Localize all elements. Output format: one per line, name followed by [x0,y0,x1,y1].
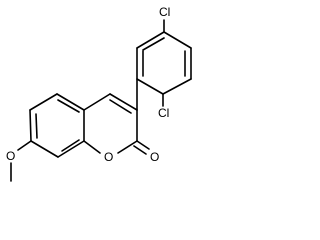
bond [163,31,192,49]
bond [162,78,192,95]
chlorine-para-label: Cl [159,5,170,19]
double-bond-inner [61,139,80,152]
double-bond-inner [109,99,132,114]
pyranone-ring [83,93,150,155]
chemical-structure: O O O Cl Cl [6,5,192,182]
bond [83,140,101,154]
bond [17,140,32,151]
bond [29,93,58,111]
double-bond-inner [35,113,38,139]
carbonyl-oxygen-label: O [150,150,159,164]
methoxy-oxygen-label: O [6,149,15,163]
dichlorophenyl-ring [136,19,192,111]
bond [29,109,32,142]
ring-oxygen-label: O [104,150,113,164]
bond [136,78,164,95]
bond [56,93,85,111]
carbonyl-bond [136,140,150,150]
bond [136,31,165,49]
bond [57,140,85,158]
double-bond-inner [142,37,165,51]
coumarin-benzene-ring [29,93,85,158]
chlorine-ortho-label: Cl [158,106,169,120]
carbonyl-bond [133,145,147,155]
double-bond-inner [57,99,80,113]
bond [109,93,138,111]
bond [117,140,138,154]
bond [83,93,111,111]
bond [30,140,59,158]
methoxy-group [10,140,32,182]
